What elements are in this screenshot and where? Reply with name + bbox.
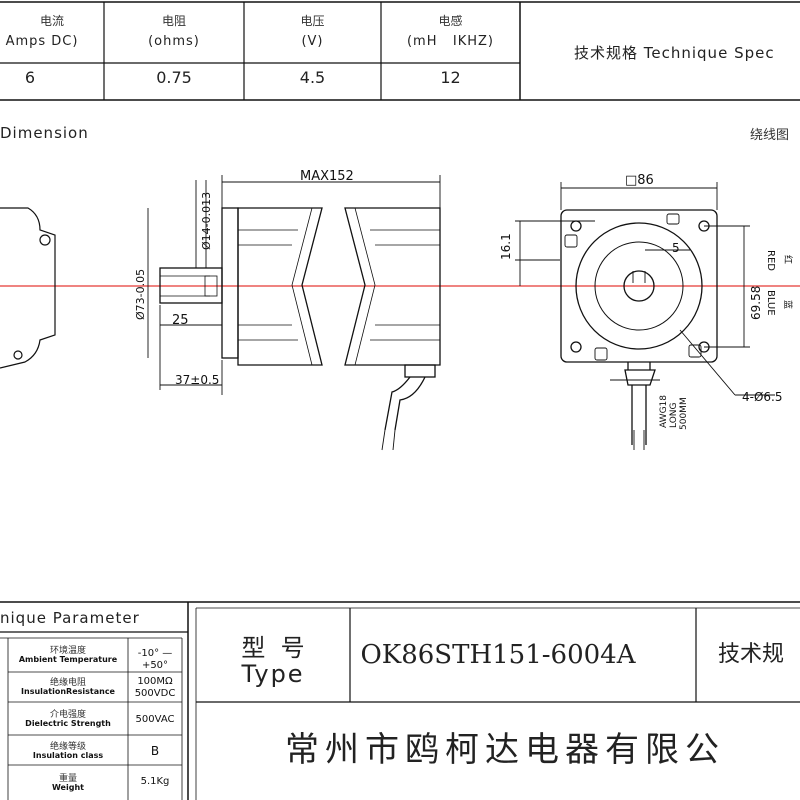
param-dielectric-cn: 介电强度 xyxy=(49,710,86,720)
value-voltage: 4.5 xyxy=(299,68,326,87)
param-weight-value: 5.1Kg xyxy=(140,776,170,787)
header-current-en: Amps DC) xyxy=(5,34,79,49)
param-ambient-en: Ambient Temperature xyxy=(18,655,118,664)
wire-note-awg: AWG18 xyxy=(659,395,669,428)
spec-title: 技术规格 Technique Spec xyxy=(574,44,775,62)
top-table-grid xyxy=(0,1,800,101)
dim-hole-dia: 4-Ø6.5 xyxy=(742,390,783,404)
param-dielectric-en: Dielectric Strength xyxy=(25,719,111,728)
header-current-cn: 电流 xyxy=(39,14,64,28)
param-weight-cn: 重量 xyxy=(58,774,77,784)
dim-shaft-len: 25 xyxy=(172,313,189,328)
dim-shaft-ext: 37±0.5 xyxy=(175,373,219,387)
wire-red-cn: 红 xyxy=(782,255,794,264)
header-resistance-cn: 电阻 xyxy=(161,14,186,28)
section-dimension: Dimension xyxy=(0,124,89,142)
param-ambient-cn: 环境温度 xyxy=(49,646,86,656)
value-current: 6 xyxy=(24,68,36,87)
section-wiring: 绕线图 xyxy=(750,128,790,143)
header-resistance-en: (ohms) xyxy=(148,34,200,49)
param-ambient-value: -10° — +50° xyxy=(137,648,173,671)
param-insulation-class-value: B xyxy=(150,744,160,758)
wire-blue-cn: 蓝 xyxy=(782,300,794,309)
tech-spec-cn: 技术规 xyxy=(718,642,785,667)
value-resistance: 0.75 xyxy=(156,68,192,87)
top-spec-table: 电流 Amps DC) 电阻 (ohms) 电压 (V) 电感 (mH IKHZ… xyxy=(0,0,800,102)
motor-front-view xyxy=(560,209,718,450)
header-inductance-cn: 电感 xyxy=(438,14,463,28)
dim-shaft-dia: Ø14-0.013 xyxy=(200,192,213,250)
wire-red-label: RED xyxy=(765,250,776,271)
param-insulation-class-cn: 绝缘等级 xyxy=(49,742,86,752)
dim-pilot-dia: Ø73-0.05 xyxy=(134,269,147,320)
front-dimension-lines xyxy=(515,182,775,396)
param-weight-en: Weight xyxy=(52,783,84,792)
wire-blue-label: BLUE xyxy=(765,290,776,316)
motor-side-view xyxy=(159,207,441,451)
left-end-view xyxy=(0,207,56,369)
side-dimension-lines xyxy=(147,175,441,395)
company-name: 常州市鸥柯达电器有限公 xyxy=(285,730,725,770)
header-voltage-en: (V) xyxy=(301,34,324,49)
param-insulation-class-en: Insulation class xyxy=(32,751,104,760)
model-number: OK86STH151-6004A xyxy=(360,640,636,670)
header-voltage-cn: 电压 xyxy=(300,14,325,28)
param-insulation-res-cn: 绝缘电阻 xyxy=(49,678,86,688)
dim-flange: □86 xyxy=(625,173,654,188)
value-inductance: 12 xyxy=(440,68,461,87)
dim-max-length: MAX152 xyxy=(300,169,354,184)
dim-hole-spacing: 69.58 xyxy=(749,286,763,320)
type-label-en: Type xyxy=(241,660,305,688)
dim-key-width: 5 xyxy=(672,241,680,255)
header-inductance-en: (mH IKHZ) xyxy=(406,34,495,49)
wire-note-long: LONG xyxy=(669,402,679,428)
wire-note-length: 500MM xyxy=(679,397,689,430)
param-insulation-res-value: 100MΩ 500VDC xyxy=(134,676,176,699)
params-title: nique Parameter xyxy=(0,609,140,627)
type-label-cn: 型 号 xyxy=(241,634,305,662)
dim-key-height: 16.1 xyxy=(499,233,513,260)
param-insulation-res-en: InsulationResistance xyxy=(21,687,115,696)
motor-drawing: MAX152 Ø14-0.013 Ø73-0.05 25 37±0.5 xyxy=(0,169,800,451)
param-dielectric-value: 500VAC xyxy=(135,714,175,725)
bottom-table-grid xyxy=(0,601,800,800)
